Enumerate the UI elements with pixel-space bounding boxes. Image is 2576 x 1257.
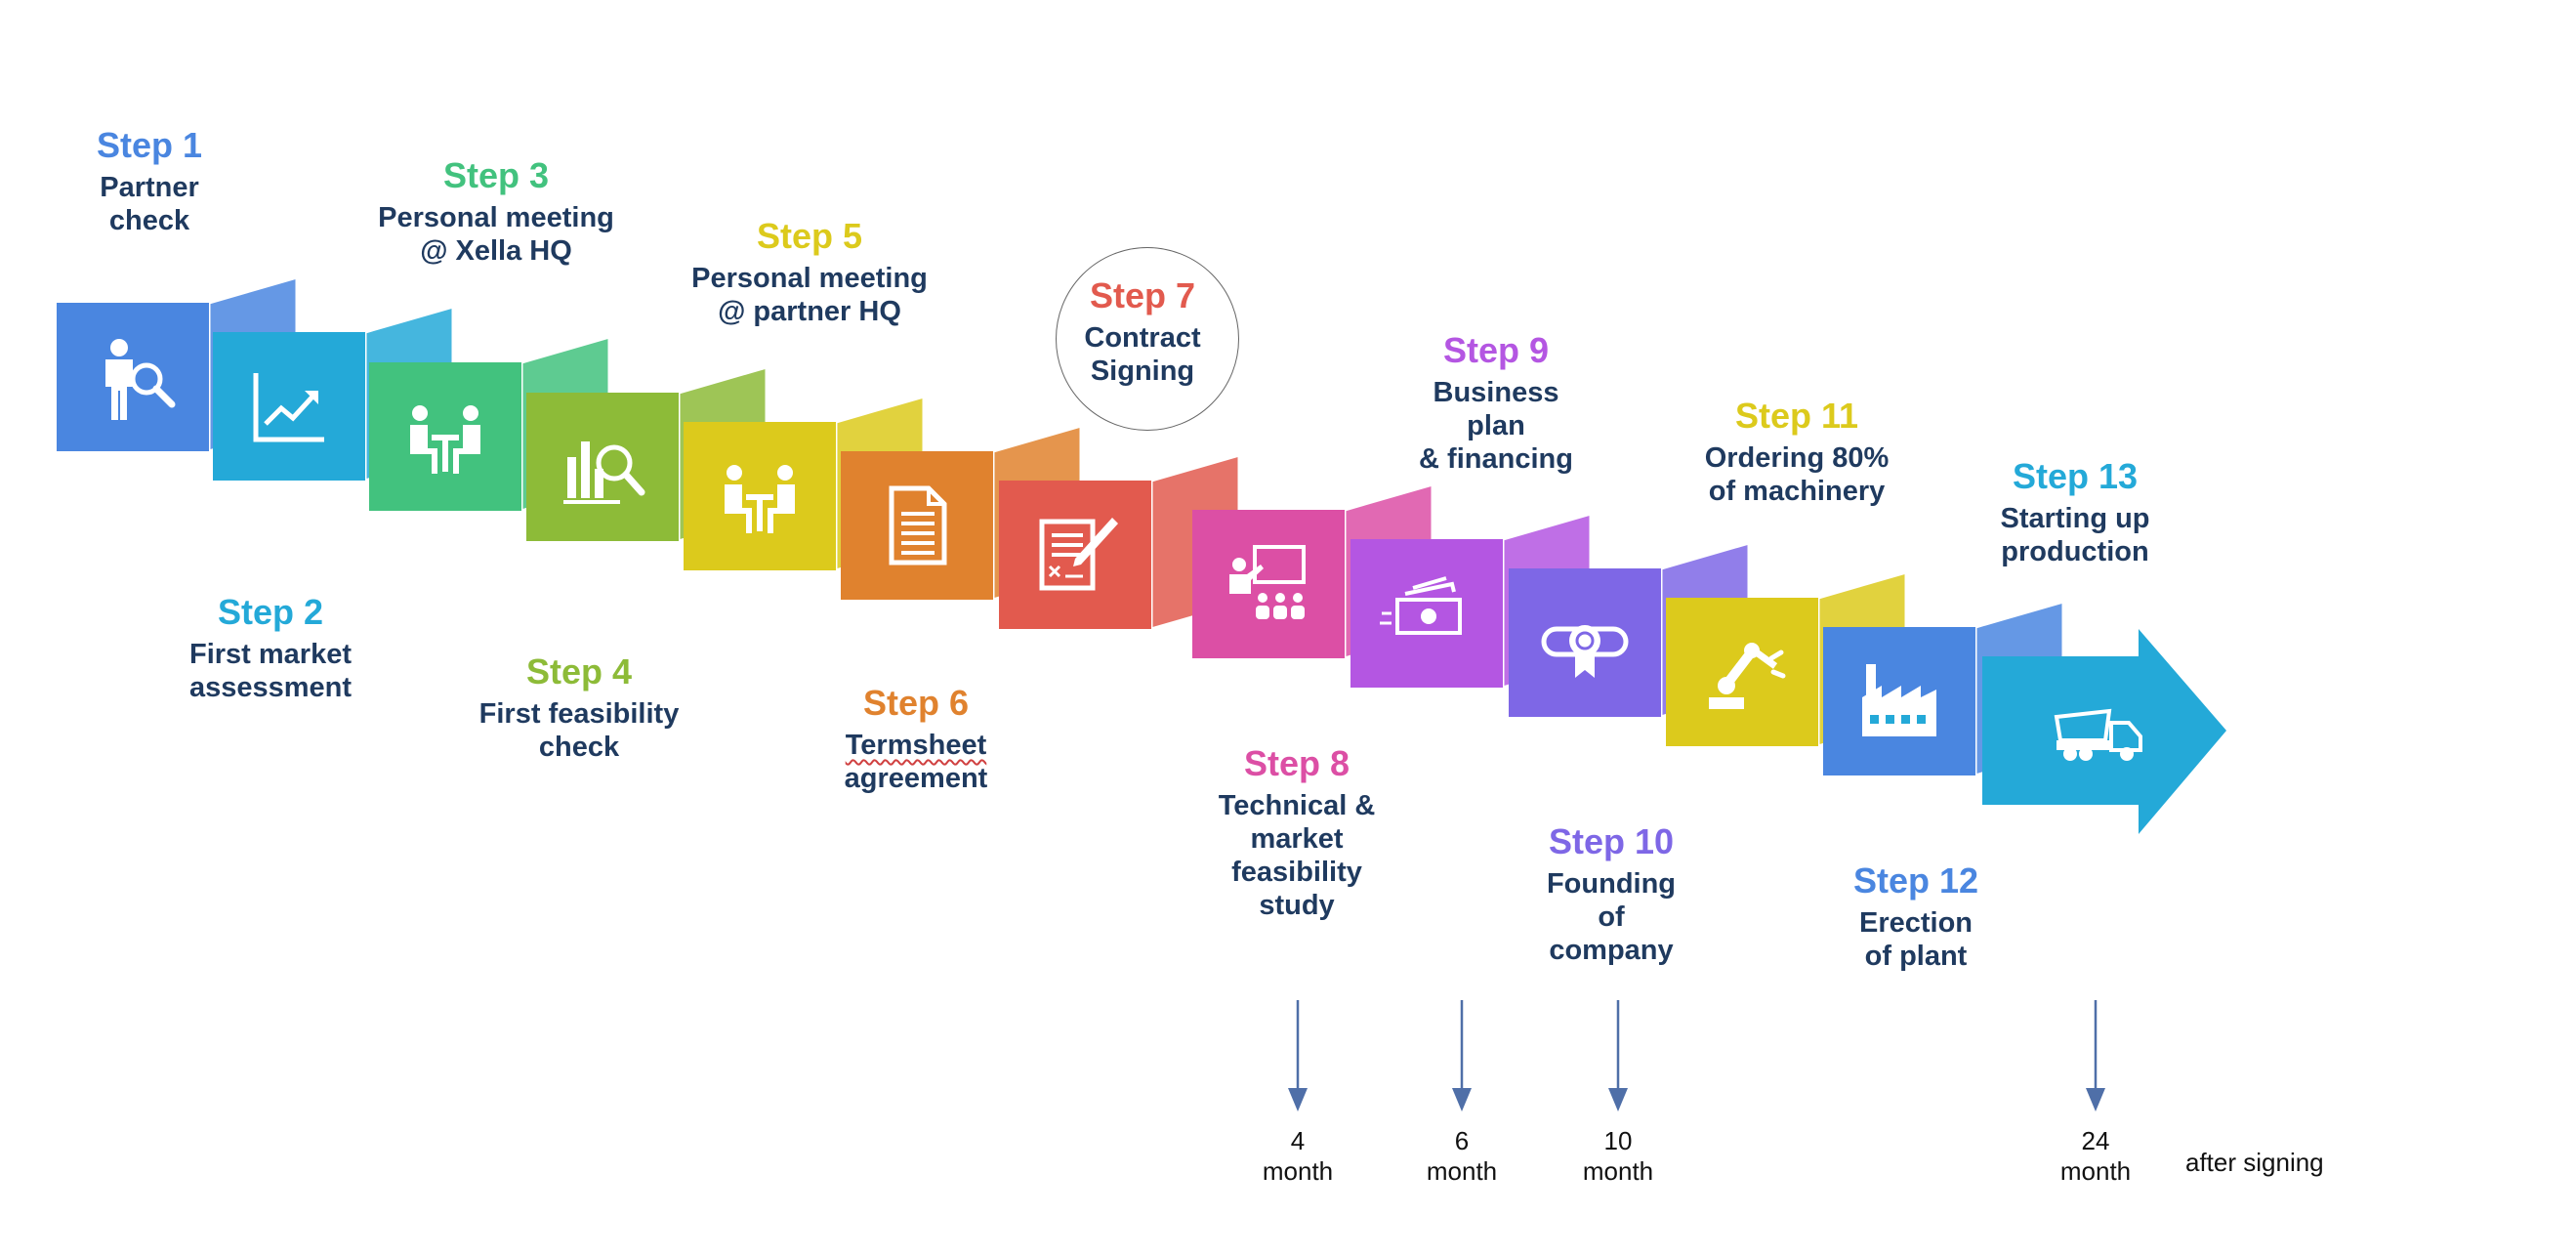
step-3-label: Step 3 Personal meeting@ Xella HQ (378, 154, 614, 268)
step-description-line: of (1598, 901, 1625, 933)
truck-icon (2054, 708, 2142, 761)
step-title: Step 8 (1243, 743, 1350, 783)
timeline-arrow (2086, 1000, 2105, 1111)
step-title: Step 6 (862, 683, 970, 723)
step-title: Step 12 (1852, 860, 1979, 901)
timeline-unit: month (1582, 1156, 1654, 1186)
timeline-arrows (1288, 1000, 2105, 1111)
step-description-line: study (1259, 890, 1335, 921)
timeline-unit: month (1426, 1156, 1498, 1186)
step-description-line: Starting up (2000, 503, 2150, 534)
timeline-unit: month (2059, 1156, 2132, 1186)
timeline-value: 6 (1454, 1126, 1470, 1155)
step-title: Step 11 (1734, 396, 1859, 436)
person-magnifier-icon (105, 339, 176, 420)
step-description: Ordering 80%of machinery (1705, 441, 1890, 508)
step-description-line: market (1250, 823, 1344, 855)
step-11-label: Step 11 Ordering 80%of machinery (1705, 395, 1890, 508)
step-title: Step 4 (525, 651, 633, 691)
chart-magnifier-icon (563, 441, 645, 504)
timeline-value: 10 (1603, 1126, 1633, 1155)
step-description-line: First feasibility (478, 698, 680, 730)
step-description-line: Technical & (1218, 790, 1376, 821)
step-description-line: Founding (1546, 868, 1677, 900)
document-icon (889, 485, 947, 566)
step-description-line: of plant (1864, 941, 1968, 972)
step-description-line: production (2001, 536, 2149, 567)
step-description-line: Partner (100, 172, 199, 203)
step-title: Step 9 (1442, 330, 1550, 370)
step-description-line: Ordering 80% (1704, 442, 1890, 474)
meeting-icon (410, 405, 480, 474)
step-description-line: check (538, 732, 620, 763)
step-13-panel (1982, 629, 2226, 834)
step-title: Step 3 (442, 155, 550, 195)
money-icon (1380, 576, 1462, 635)
step-title: Step 1 (96, 125, 203, 165)
step-description-line: company (1549, 935, 1674, 966)
step-5-label: Step 5 Personal meeting@ partner HQ (691, 215, 928, 328)
timeline-arrow (1288, 1000, 1308, 1111)
step-title: Step 2 (217, 592, 324, 632)
step-7-highlight-circle (1056, 247, 1239, 431)
step-description-line: & financing (1419, 443, 1573, 475)
robot-arm-icon (1709, 643, 1786, 709)
timeline-arrow (1608, 1000, 1628, 1111)
step-description-line: check (108, 205, 190, 236)
contract-signing-icon (1039, 518, 1118, 591)
timeline-arrow (1452, 1000, 1472, 1111)
step-description-line: Termsheet (845, 730, 987, 761)
step-description-line: Personal meeting (378, 202, 614, 233)
timeline-unit: month (1262, 1156, 1334, 1186)
step-description-line: Personal meeting (691, 263, 928, 294)
certificate-icon (1541, 625, 1629, 678)
step-description-line: agreement (844, 763, 988, 794)
factory-icon (1862, 664, 1936, 736)
step-description-line: Erection (1858, 907, 1974, 939)
timeline-suffix: after signing (2185, 1148, 2324, 1177)
timeline-value: 4 (1290, 1126, 1306, 1155)
step-ribbon (57, 275, 2226, 834)
timeline-value: 24 (2081, 1126, 2110, 1155)
step-description-line: Business (1433, 377, 1559, 408)
trend-chart-icon (253, 373, 324, 442)
presentation-icon (1229, 545, 1306, 619)
step-description-line: feasibility (1231, 857, 1362, 888)
meeting-icon (725, 465, 795, 533)
step-description: Personal meeting@ Xella HQ (378, 201, 614, 268)
step-description-line: of machinery (1708, 476, 1886, 507)
step-description-line: assessment (188, 672, 353, 703)
step-description-line: @ Xella HQ (420, 235, 572, 267)
step-description: Personal meeting@ partner HQ (691, 262, 928, 328)
step-title: Step 13 (2012, 456, 2139, 496)
step-description-line: First market (188, 639, 352, 670)
step-title: Step 10 (1548, 821, 1675, 861)
step-title: Step 5 (756, 216, 863, 256)
step-description-line: plan (1467, 410, 1525, 441)
step-description-line: @ partner HQ (718, 296, 901, 327)
